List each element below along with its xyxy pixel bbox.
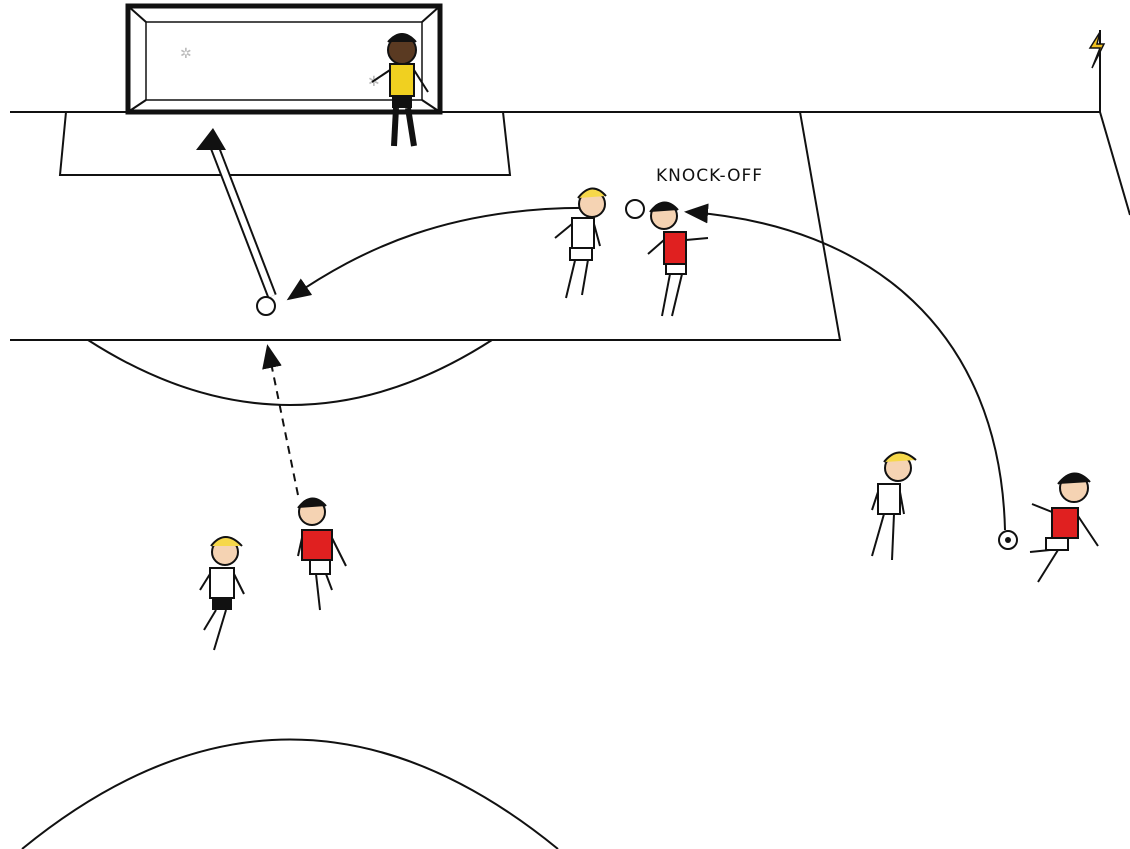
- six-yard-box: [60, 112, 510, 175]
- header-ball-position: [626, 200, 644, 218]
- shot-arrow: [196, 128, 272, 296]
- cross-path-arrow: [688, 212, 1005, 530]
- defender-figure: [555, 188, 606, 298]
- penalty-arc: [88, 340, 492, 405]
- attacker-figure: [1030, 473, 1098, 582]
- knock-off-label: KNOCK-OFF: [656, 166, 763, 186]
- goal-net-icon: ✲: [180, 46, 192, 62]
- attacker-figure: [298, 498, 346, 610]
- attacker-figure: [648, 202, 708, 316]
- centre-circle: [22, 740, 558, 849]
- soccer-ball-icon: [999, 531, 1017, 549]
- touchline: [1100, 112, 1130, 215]
- run-path-arrow: [268, 348, 298, 495]
- corner-flag-icon: [1090, 30, 1104, 112]
- penalty-box: [10, 112, 840, 340]
- shot-ball-position: [257, 297, 275, 315]
- goal-net-icon: ✲: [368, 74, 380, 90]
- knock-off-path-arrow: [290, 208, 598, 298]
- defender-figure: [200, 537, 244, 650]
- defender-figure: [872, 452, 916, 560]
